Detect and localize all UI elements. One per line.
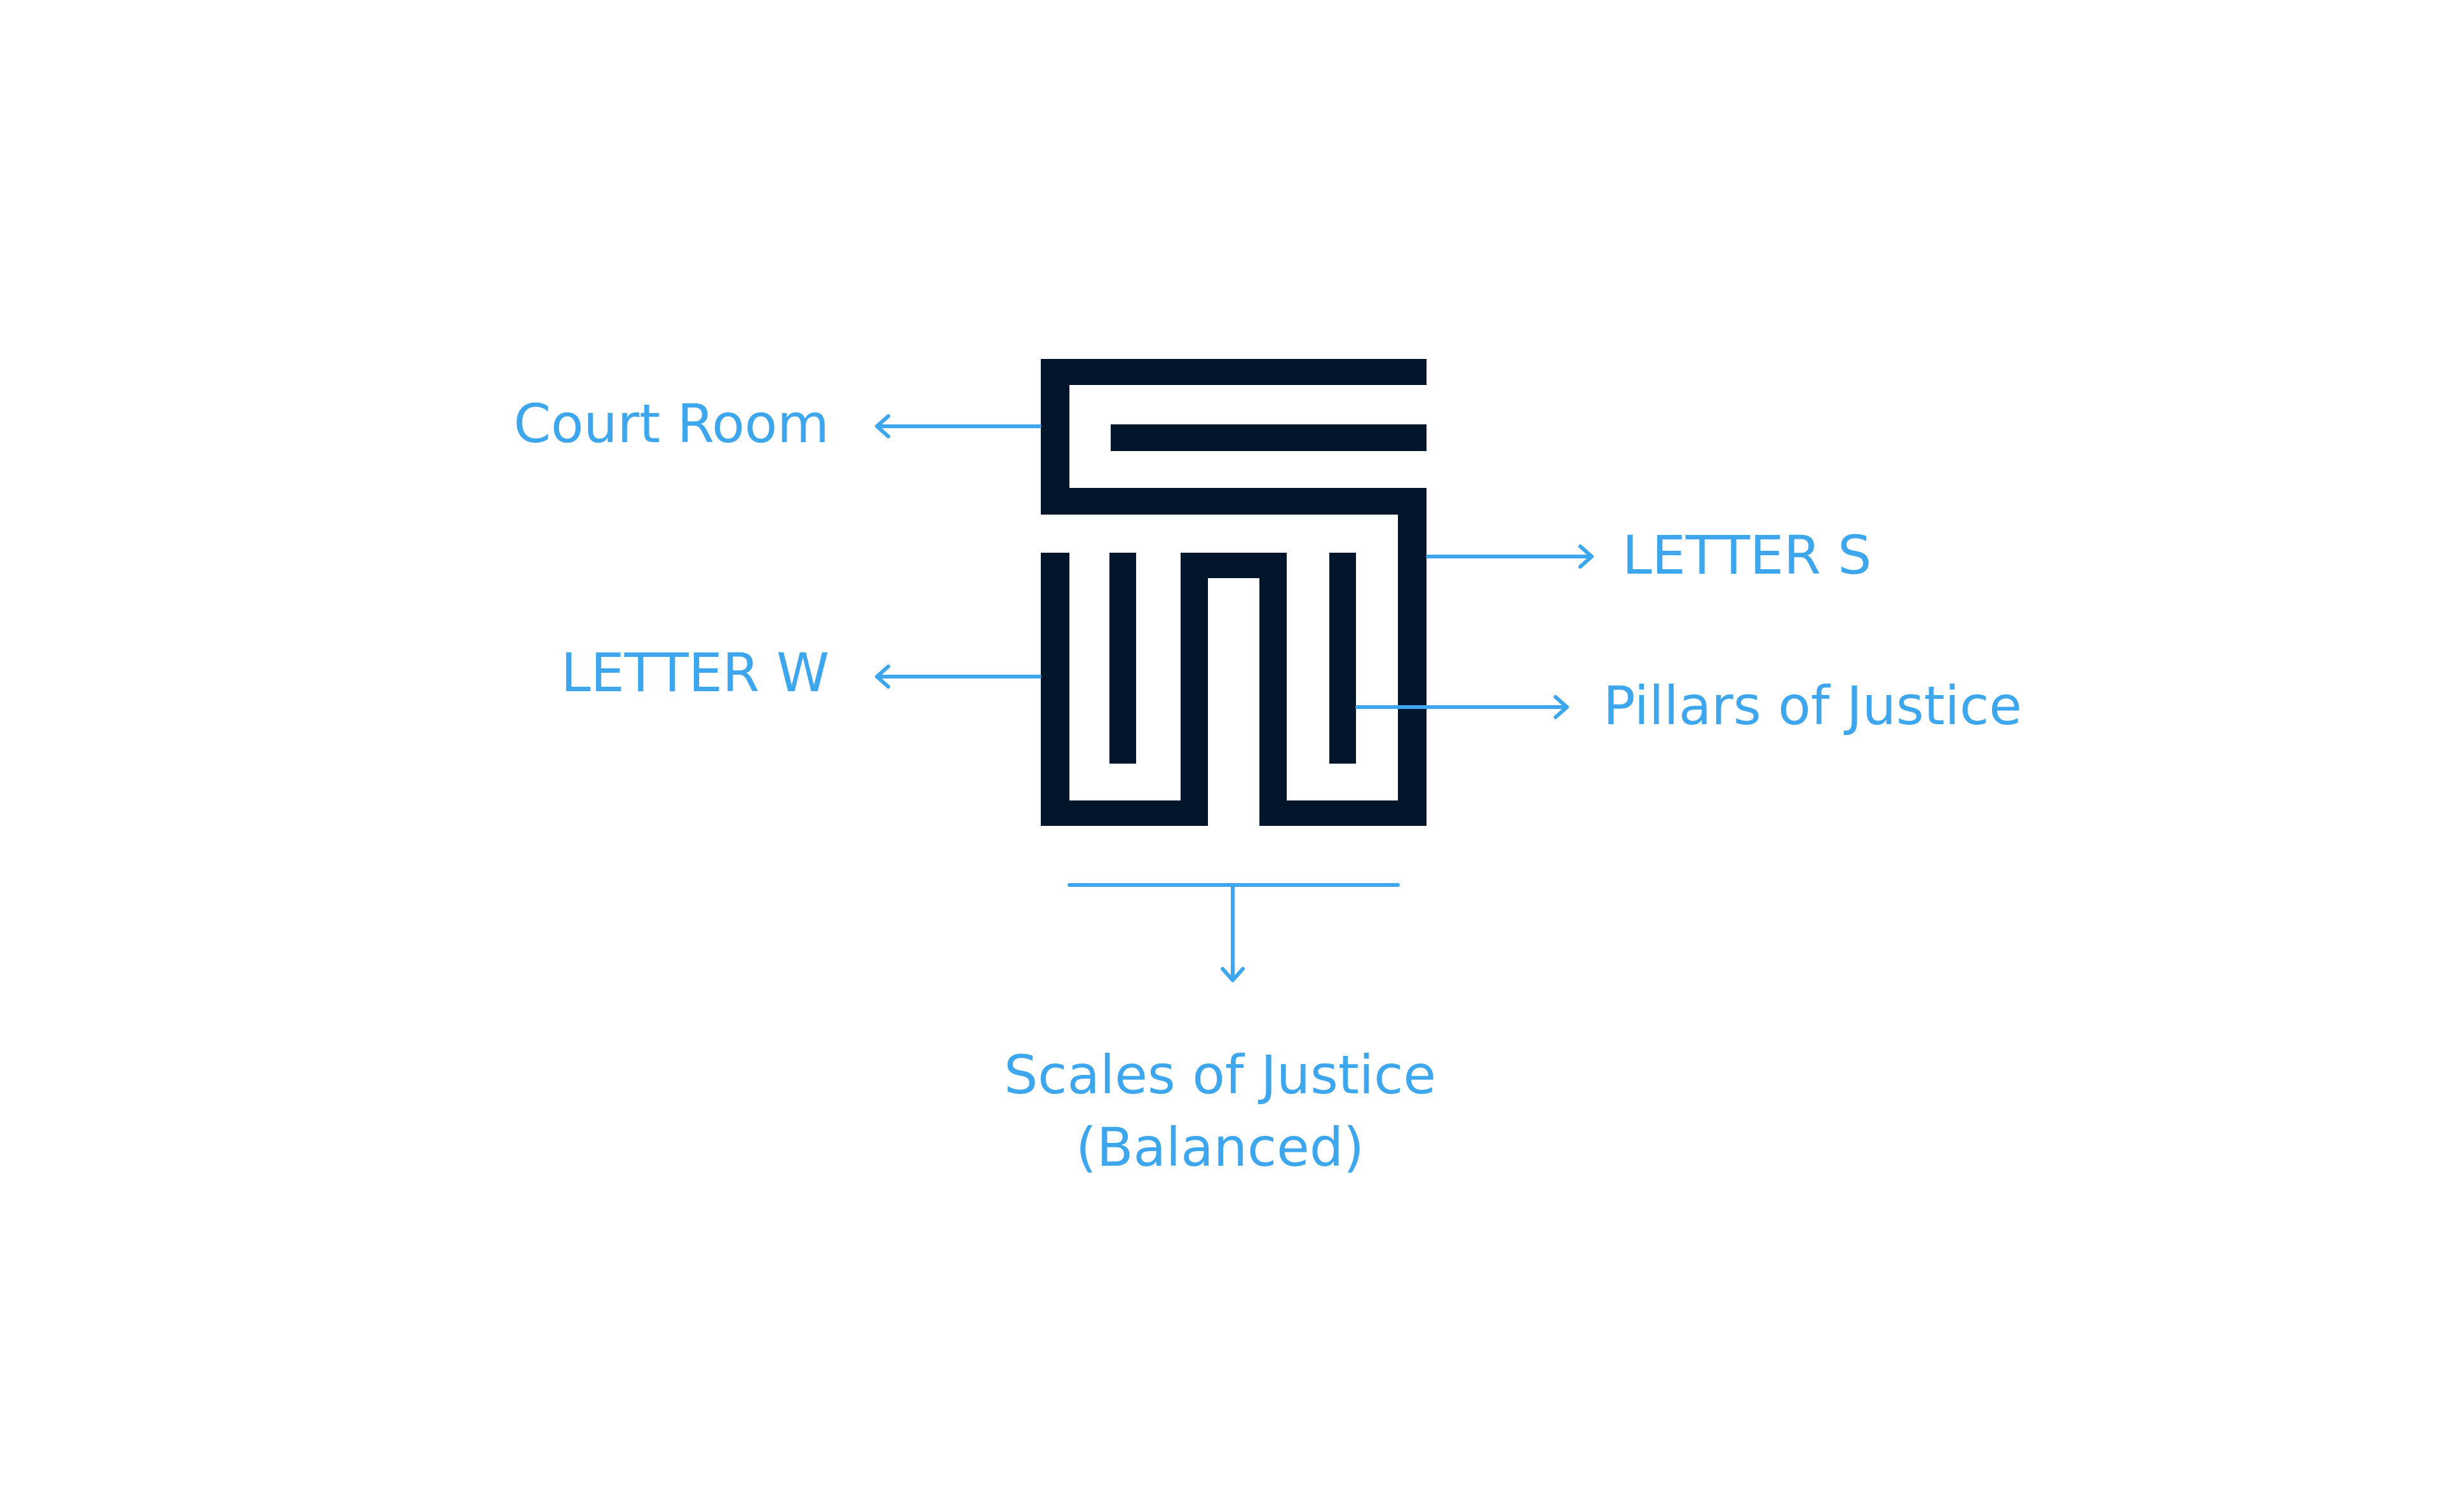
pillar-left: [1109, 553, 1136, 764]
label-letter-s: LETTER S: [1622, 524, 1872, 586]
arrow-scales: [1068, 883, 1400, 982]
logo-left-column: [1041, 553, 1069, 826]
logo-bottom-right-bar: [1259, 800, 1427, 826]
logo-top-bar: [1041, 359, 1427, 385]
label-pillars-of-justice: Pillars of Justice: [1603, 675, 2022, 737]
logo-right-column: [1398, 488, 1427, 826]
arrow-letter-w: [875, 665, 1041, 689]
logo-inner-bar: [1111, 424, 1427, 451]
pillar-center-left: [1181, 553, 1208, 826]
logo-middle-bar: [1041, 488, 1427, 515]
arrow-letter-s: [1426, 544, 1594, 569]
pillar-center-right: [1259, 553, 1287, 826]
label-court-room: Court Room: [513, 393, 829, 455]
annotation-arrows: [875, 414, 1594, 982]
label-scales-line-2: (Balanced): [1076, 1116, 1364, 1178]
label-letter-w: LETTER W: [560, 642, 829, 704]
arrow-court-room: [875, 414, 1041, 438]
label-scales-line-1: Scales of Justice: [1003, 1044, 1437, 1106]
logo-bottom-left-bar: [1041, 800, 1208, 826]
arrow-pillars: [1355, 695, 1569, 719]
logo-mark: [1041, 359, 1427, 826]
pillar-right: [1329, 553, 1356, 764]
label-scales-of-justice: Scales of Justice (Balanced): [902, 1039, 1538, 1184]
